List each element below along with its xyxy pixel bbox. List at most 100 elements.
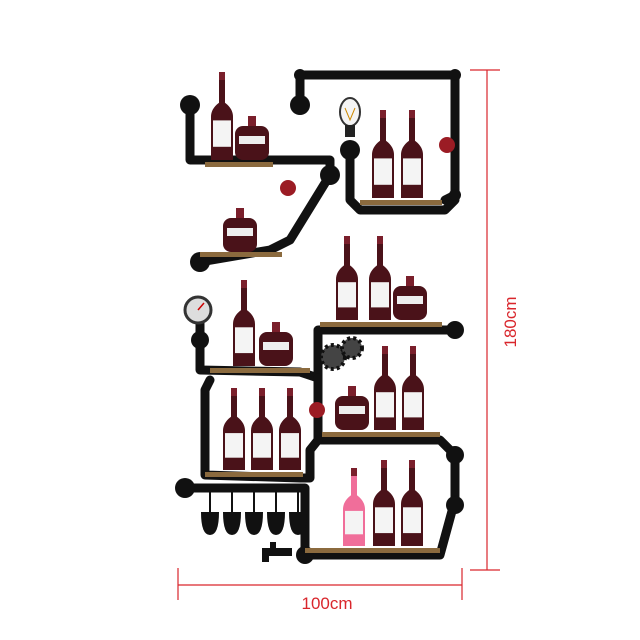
wooden-shelf (210, 368, 310, 373)
bottle-cap (351, 468, 357, 476)
wine-glass (201, 490, 219, 535)
bottle-label (339, 406, 365, 414)
round-bottle (235, 116, 269, 160)
bottle-body (233, 280, 255, 366)
glass-bowl (289, 512, 307, 535)
width-label: 100cm (301, 594, 352, 613)
wine-bottle (251, 388, 273, 470)
glass-bowl (245, 512, 263, 535)
bottle-label (397, 296, 423, 304)
pipe-joint (340, 140, 360, 160)
wine-bottle (373, 460, 395, 546)
pipe-joint (446, 321, 464, 339)
wine-bottle (401, 110, 423, 198)
gauge-icon (183, 295, 213, 325)
wine-bottle (211, 72, 233, 160)
bottle-label (371, 282, 389, 308)
pipe-joint (449, 69, 461, 81)
bottle-label (404, 392, 422, 418)
bottle-cap (272, 322, 280, 332)
wooden-shelf (360, 200, 442, 205)
bottle-cap (231, 388, 237, 396)
bottle-label (263, 342, 289, 350)
wooden-shelf (305, 548, 440, 553)
edison-bulb-icon (339, 97, 361, 137)
wooden-shelf (205, 472, 303, 477)
wine-bottle (336, 236, 358, 320)
bottle-label (403, 507, 421, 534)
bottle-cap (406, 276, 414, 286)
pipe-joint (446, 446, 464, 464)
bottle-cap (382, 346, 388, 354)
bottle-label (225, 433, 243, 458)
bottle-cap (380, 110, 386, 118)
faucet-icon (262, 542, 292, 562)
bottle-body (372, 110, 394, 198)
wine-bottle (374, 346, 396, 430)
wine-bottles (211, 72, 427, 546)
round-bottle (393, 276, 427, 320)
width-dimension-line (177, 568, 463, 600)
wooden-shelf (322, 432, 440, 437)
pipe-joint (446, 496, 464, 514)
bottle-label (253, 433, 271, 458)
bottle-label (239, 136, 265, 144)
glass-bowl (223, 512, 241, 535)
bottle-label (281, 433, 299, 458)
pipe-joints (175, 69, 464, 564)
bottle-label (338, 282, 356, 308)
pipe-frame (180, 70, 460, 560)
round-bottle (335, 386, 369, 430)
bottle-label (213, 120, 231, 147)
wine-bottle (279, 388, 301, 470)
pipe-joint (449, 189, 461, 201)
wine-bottle (369, 236, 391, 320)
bottle-cap (344, 236, 350, 244)
wooden-shelf (205, 162, 273, 167)
glass-bowl (267, 512, 285, 535)
wine-glass (289, 490, 307, 535)
pipe-joint (290, 95, 310, 115)
bottle-cap (409, 460, 415, 468)
bottle-cap (248, 116, 256, 126)
bottle-label (376, 392, 394, 418)
wine-bottle (402, 346, 424, 430)
bottle-label (375, 507, 393, 534)
pipe-joint (180, 95, 200, 115)
valve-wheel-icons (280, 137, 455, 418)
round-bottle (259, 322, 293, 366)
bottle-body (401, 110, 423, 198)
bottle-cap (348, 386, 356, 396)
bottle-cap (377, 236, 383, 244)
pipe-joint (294, 69, 306, 81)
bottle-cap (259, 388, 265, 396)
bottle-cap (410, 346, 416, 354)
wine-bottle (223, 388, 245, 470)
wine-bottle (401, 460, 423, 546)
bottle-cap (241, 280, 247, 288)
height-label: 180cm (501, 296, 520, 347)
wine-bottle (372, 110, 394, 198)
wooden-shelves (200, 162, 442, 553)
bottle-cap (409, 110, 415, 118)
bottle-label (227, 228, 253, 236)
bottle-label (403, 158, 421, 185)
bottle-label (374, 158, 392, 185)
height-dimension-line (470, 69, 500, 571)
wine-glass (245, 490, 263, 535)
wooden-shelf (200, 252, 282, 257)
bottle-cap (219, 72, 225, 80)
round-bottle (223, 208, 257, 252)
bottle-cap (236, 208, 244, 218)
wine-bottle (343, 468, 365, 546)
bottle-label (235, 327, 253, 354)
bottle-cap (381, 460, 387, 468)
pipe-joint (175, 478, 195, 498)
gear-icon (319, 336, 364, 371)
glass-rail (200, 486, 305, 492)
wine-glass (267, 490, 285, 535)
wooden-shelf (320, 322, 442, 327)
glass-bowl (201, 512, 219, 535)
